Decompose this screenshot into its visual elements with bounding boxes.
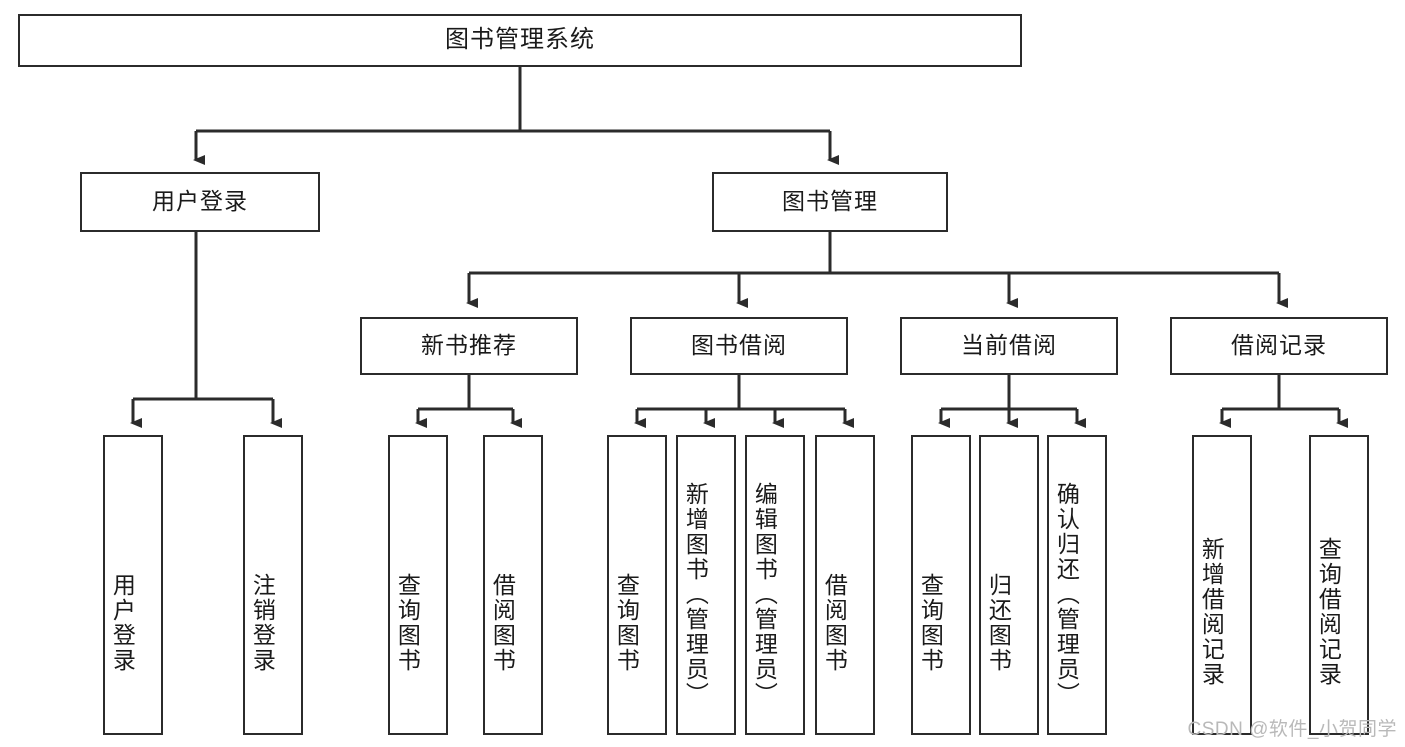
node-book-borrow[interactable]: 图书借阅 [630,317,848,375]
node-label: 新书推荐 [421,332,517,359]
node-label: 查询图书 [394,573,421,673]
node-label: 查询借阅记录 [1315,537,1342,687]
node-leaf-logout[interactable]: 注销登录 [243,435,303,735]
watermark-text: CSDN @软件_小贺同学 [1187,719,1397,740]
node-label: 用户登录 [109,573,136,673]
node-leaf-add-book-admin[interactable]: 新增图书（管理员） [676,435,736,735]
node-current-borrow[interactable]: 当前借阅 [900,317,1118,375]
node-label: 当前借阅 [961,332,1057,359]
node-book-management[interactable]: 图书管理 [712,172,948,232]
node-leaf-add-borrow-record[interactable]: 新增借阅记录 [1192,435,1252,735]
node-label: 新增图书（管理员） [682,481,709,707]
node-label: 归还图书 [985,573,1012,673]
node-leaf-query-book-current[interactable]: 查询图书 [911,435,971,735]
node-leaf-borrow-book[interactable]: 借阅图书 [815,435,875,735]
node-root-system[interactable]: 图书管理系统 [18,14,1022,67]
node-label: 图书借阅 [691,332,787,359]
node-user-login[interactable]: 用户登录 [80,172,320,232]
node-label: 借阅图书 [821,573,848,673]
node-label: 查询图书 [917,573,944,673]
node-leaf-user-login[interactable]: 用户登录 [103,435,163,735]
node-leaf-return-book[interactable]: 归还图书 [979,435,1039,735]
node-leaf-edit-book-admin[interactable]: 编辑图书（管理员） [745,435,805,735]
node-leaf-query-borrow-record[interactable]: 查询借阅记录 [1309,435,1369,735]
node-borrow-records[interactable]: 借阅记录 [1170,317,1388,375]
node-leaf-borrow-book-recommend[interactable]: 借阅图书 [483,435,543,735]
node-label: 查询图书 [613,573,640,673]
node-new-book-recommend[interactable]: 新书推荐 [360,317,578,375]
node-label: 新增借阅记录 [1198,537,1225,687]
node-label: 图书管理系统 [445,26,595,54]
node-label: 注销登录 [249,573,276,673]
node-label: 编辑图书（管理员） [751,481,778,707]
node-leaf-query-book-recommend[interactable]: 查询图书 [388,435,448,735]
node-label: 用户登录 [152,188,248,215]
node-label: 借阅图书 [489,573,516,673]
node-label: 借阅记录 [1231,332,1327,359]
node-label: 确认归还（管理员） [1053,481,1080,707]
node-leaf-confirm-return-admin[interactable]: 确认归还（管理员） [1047,435,1107,735]
node-leaf-query-book[interactable]: 查询图书 [607,435,667,735]
node-label: 图书管理 [782,188,878,215]
